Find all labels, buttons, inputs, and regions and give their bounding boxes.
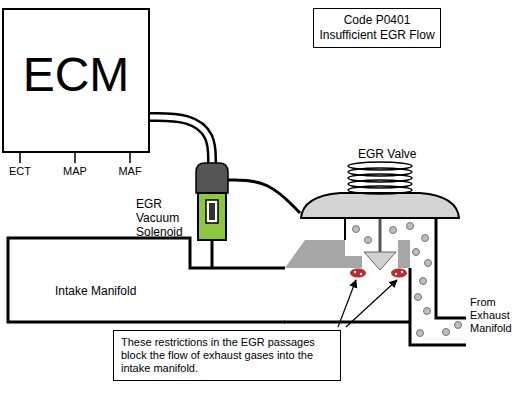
exhaust-particle: [424, 308, 431, 315]
exhaust-particle: [407, 223, 414, 230]
exhaust-particle: [443, 329, 450, 336]
vacuum-solenoid: EGR Vacuum Solenoid: [196, 163, 228, 240]
valve-seat-block: [398, 240, 410, 268]
intake-manifold: Intake Manifold: [8, 238, 285, 322]
valve-pintle: [364, 252, 396, 270]
connector-line: [150, 117, 212, 163]
vacuum-hose: [150, 117, 212, 163]
sensor-name: ECT: [0, 165, 40, 178]
valve-stem: [379, 218, 382, 253]
module-name: ECM: [4, 48, 148, 102]
restriction-speck: [395, 273, 397, 275]
sensor-name: MAP: [55, 165, 95, 178]
sensor-lead: [74, 153, 76, 163]
exhaust-pipe-wall: [436, 218, 466, 318]
sensor-name: MAF: [110, 165, 150, 178]
restriction-speck: [354, 271, 356, 273]
vacuum-line: [212, 240, 213, 268]
connector-core: [150, 117, 212, 163]
exhaust-particle: [415, 294, 422, 301]
ecm-box: ECM: [2, 8, 150, 153]
manifold-wall: [284, 321, 410, 324]
exhaust-particle: [353, 226, 360, 233]
exhaust-particle: [417, 330, 424, 337]
vacuum-line: [228, 180, 300, 213]
manifold-outline: [8, 238, 285, 322]
egr-valve: EGR Valve: [300, 163, 460, 220]
flow-source-label: From Exhaust Manifold: [470, 296, 518, 335]
trouble-code: Code P0401 Insufficient EGR Flow: [318, 13, 436, 43]
shape-outline: [196, 163, 228, 240]
solenoid-coil: [209, 203, 215, 220]
exhaust-particle: [413, 249, 420, 256]
exhaust-particle: [365, 237, 372, 244]
carbon-restriction: [391, 269, 407, 278]
sensor-lead: [129, 153, 131, 163]
shape-outline: [8, 238, 285, 322]
exhaust-pipe-wall: [410, 268, 466, 345]
code-box: Code P0401 Insufficient EGR Flow: [313, 8, 441, 48]
restriction-speck: [360, 273, 362, 275]
part-label: Intake Manifold: [55, 284, 285, 298]
chamber-wall: [344, 218, 346, 240]
exhaust-particle: [390, 227, 397, 234]
callout-note: These restrictions in the EGR passages b…: [121, 336, 333, 375]
valve-diaphragm: [301, 193, 459, 218]
solenoid-body: [198, 193, 226, 240]
exhaust-particle: [425, 260, 432, 267]
connector-line: [228, 180, 300, 213]
valve-mount-block: [285, 240, 362, 268]
valve-spring: [348, 186, 412, 194]
exhaust-particle: [455, 322, 462, 329]
part-label: EGR Vacuum Solenoid: [136, 197, 188, 239]
exhaust-particle: [422, 235, 429, 242]
connector-line: [211, 240, 214, 268]
shape-outline: [300, 163, 460, 220]
restriction-speck: [401, 271, 403, 273]
sensor-lead: [19, 153, 21, 163]
solenoid-cap: [196, 163, 228, 193]
callout-arrow: [346, 280, 397, 327]
solenoid-window: [206, 200, 218, 223]
carbon-restriction: [350, 269, 366, 278]
part-label: EGR Valve: [358, 147, 416, 161]
callout-box: These restrictions in the EGR passages b…: [113, 330, 341, 381]
exhaust-particle: [420, 278, 427, 285]
